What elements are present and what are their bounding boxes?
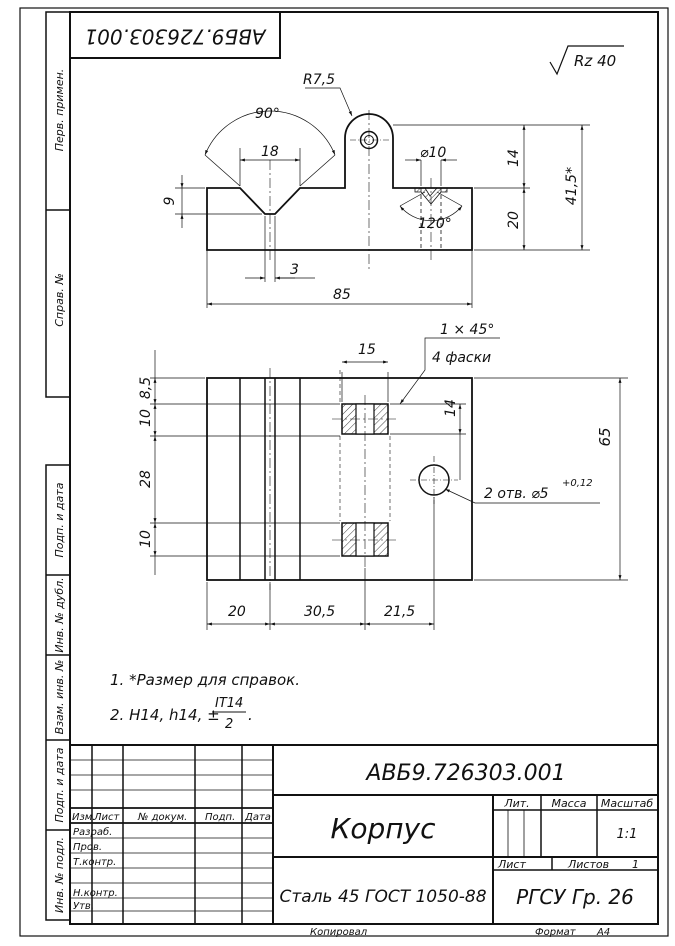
tb-utv: Утв. (73, 901, 94, 912)
dim-d15: 15 (358, 342, 376, 358)
dim-h14: 14 (506, 149, 522, 167)
tb-sheets: Листов (567, 858, 609, 871)
tb-code: АВБ9.726303.001 (364, 761, 565, 786)
tb-name: Корпус (330, 812, 436, 845)
tb-col-date: Дата (244, 812, 271, 823)
note-2-denominator: 2 (225, 717, 233, 732)
dim-d10-top: 10 (138, 409, 154, 427)
dim-radius: R7,5 (303, 72, 335, 88)
note-1: 1. *Размер для справок. (110, 671, 300, 689)
side-ref-no: Справ. № (53, 273, 66, 327)
dim-depth-v: 9 (162, 196, 178, 205)
side-dup-inv: Инв. № дубл. (53, 577, 66, 652)
tb-prov: Пров. (73, 842, 102, 853)
dim-holes-tol: +0,12 (562, 478, 593, 489)
tb-org: РГСУ Гр. 26 (516, 885, 634, 909)
dim-holes: 2 отв. ⌀5 (484, 486, 549, 502)
dim-chamfer-count: 4 фаски (432, 350, 491, 366)
tb-razrab: Разраб. (73, 826, 112, 838)
tb-col-doc: № докум. (137, 812, 187, 823)
dim-d20: 20 (228, 604, 246, 620)
technical-notes: 1. *Размер для справок. 2. H14, h14, ± I… (110, 671, 300, 732)
tb-col-izm: Изм. (72, 812, 96, 823)
side-strip: Перв. примен. Справ. № Подп. и дата Инв.… (45, 11, 71, 921)
note-2: 2. H14, h14, ± (110, 706, 220, 724)
title-block: Изм. Лист № докум. Подп. Дата Разраб. Пр… (70, 744, 658, 924)
footer: Копировал Формат А4 (310, 927, 610, 938)
note-2-numerator: IT14 (215, 696, 243, 711)
tb-col-sign: Подп. (205, 812, 235, 823)
top-code-text: АВБ9.726303.001 (84, 25, 267, 49)
dim-length: 85 (333, 287, 351, 303)
dim-h20: 20 (506, 211, 522, 229)
top-view: 1 × 45° 4 фаски 15 14 8,5 10 28 10 65 2 … (138, 322, 628, 630)
outer-frame (19, 7, 669, 937)
side-orig-inv: Инв. № подл. (53, 837, 66, 913)
top-code-box: АВБ9.726303.001 (69, 11, 281, 59)
roughness-text: Rz 40 (574, 52, 616, 70)
tb-tkontr: Т.контр. (73, 857, 116, 868)
dim-d14: 14 (443, 399, 459, 417)
tb-col-list: Лист (93, 812, 121, 823)
tb-lit: Лит. (503, 797, 529, 810)
roughness-mark: Rz 40 (549, 45, 624, 76)
dim-slot: 3 (290, 262, 299, 278)
dim-d30-5: 30,5 (304, 604, 335, 620)
tb-sheet: Лист (497, 858, 526, 871)
tb-scale-label: Масштаб (601, 797, 653, 810)
footer-copied: Копировал (310, 927, 368, 938)
dim-chamfer: 1 × 45° (440, 322, 494, 338)
dim-d10-bottom: 10 (138, 530, 154, 548)
side-sign-date-1: Подп. и дата (53, 482, 66, 557)
front-view: R7,5 90° 18 9 3 85 ⌀10 14 20 41,5* 120° (162, 72, 590, 308)
dim-d65: 65 (596, 427, 614, 446)
dim-d8-5: 8,5 (138, 377, 154, 399)
dim-angle-v: 90° (255, 106, 280, 122)
footer-format-label: Формат (535, 927, 577, 938)
tb-material: Сталь 45 ГОСТ 1050-88 (279, 887, 486, 907)
inner-frame (69, 11, 659, 925)
tb-scale: 1:1 (617, 827, 638, 842)
dim-d28: 28 (138, 470, 154, 488)
dim-width-v: 18 (261, 144, 279, 160)
tb-nkontr: Н.контр. (73, 888, 118, 899)
note-2-suffix: . (248, 706, 253, 724)
side-sign-date-2: Подп. и дата (53, 747, 66, 822)
dim-d21-5: 21,5 (384, 604, 415, 620)
dim-hole-dia: ⌀10 (420, 145, 446, 161)
side-first-use: Перв. примен. (53, 69, 66, 152)
tb-mass: Масса (551, 797, 586, 810)
footer-format: А4 (596, 927, 610, 938)
tb-sheets-count: 1 (632, 858, 639, 871)
dim-angle-cs: 120° (418, 216, 452, 232)
dim-h-total: 41,5* (564, 167, 580, 205)
side-replace-inv: Взам. инв. № (53, 660, 66, 735)
